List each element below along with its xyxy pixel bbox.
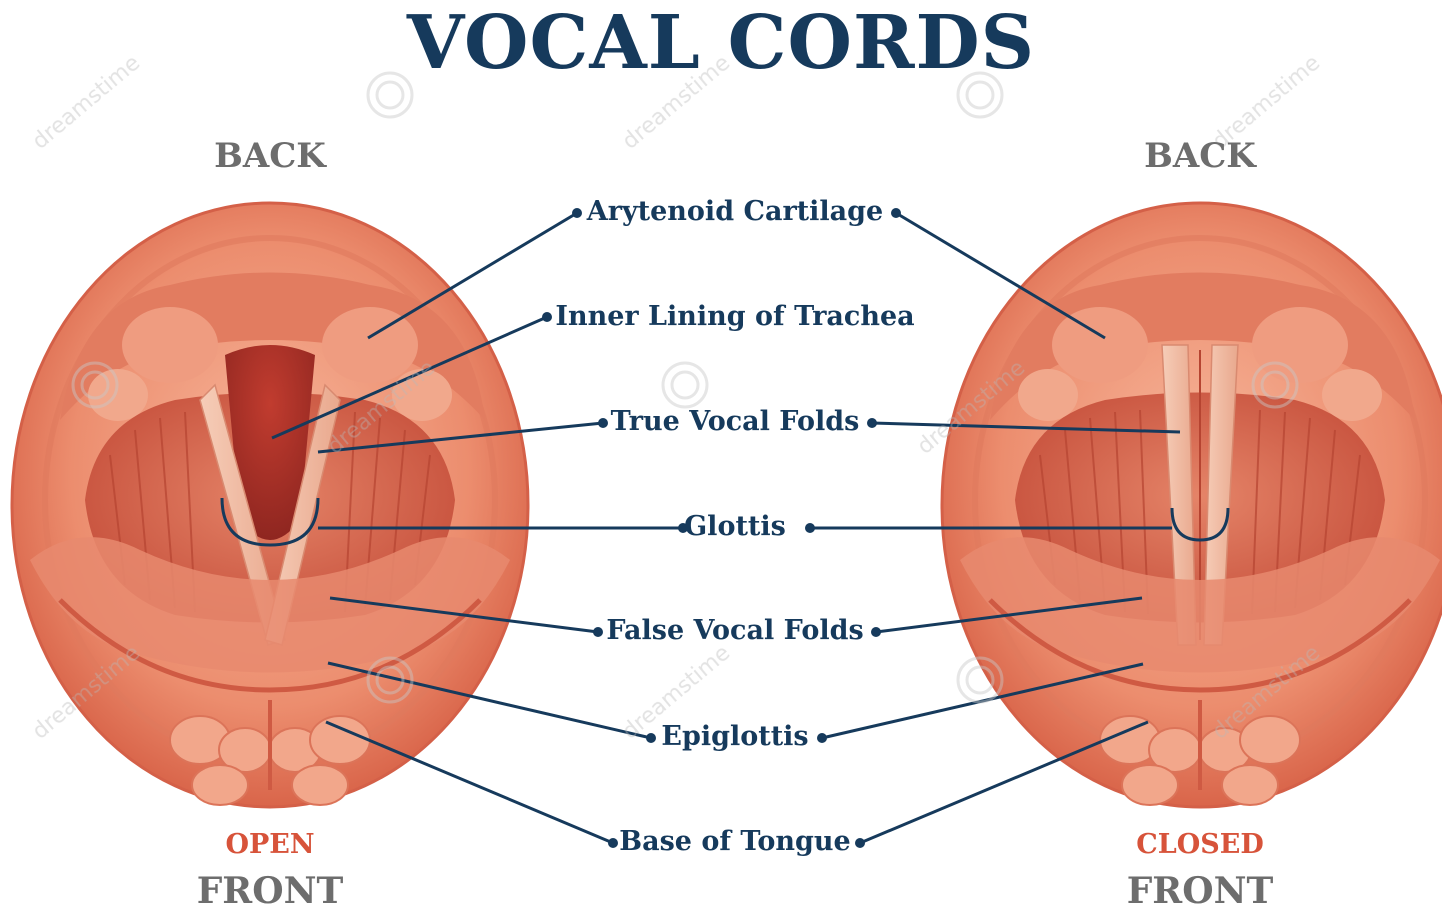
- watermark-1: dreamstime: [28, 51, 145, 155]
- right-back-label: BACK: [1070, 136, 1330, 176]
- label-inner-lining-of-trachea: Inner Lining of Trachea: [470, 300, 1000, 334]
- open-state-label: OPEN: [140, 829, 400, 860]
- label-true-vocal-folds: True Vocal Folds: [470, 405, 1000, 439]
- open-larynx-illustration: [12, 203, 528, 807]
- right-front-label: FRONT: [1070, 870, 1330, 912]
- label-glottis: Glottis: [470, 510, 1000, 544]
- closed-state-label: CLOSED: [1070, 829, 1330, 860]
- label-arytenoid-cartilage: Arytenoid Cartilage: [470, 195, 1000, 229]
- label-false-vocal-folds: False Vocal Folds: [470, 614, 1000, 648]
- left-back-label: BACK: [140, 136, 400, 176]
- label-epiglottis: Epiglottis: [470, 720, 1000, 754]
- closed-larynx-illustration: [942, 203, 1442, 807]
- watermark-2: dreamstime: [618, 51, 735, 155]
- label-base-of-tongue: Base of Tongue: [470, 825, 1000, 859]
- left-front-label: FRONT: [140, 870, 400, 912]
